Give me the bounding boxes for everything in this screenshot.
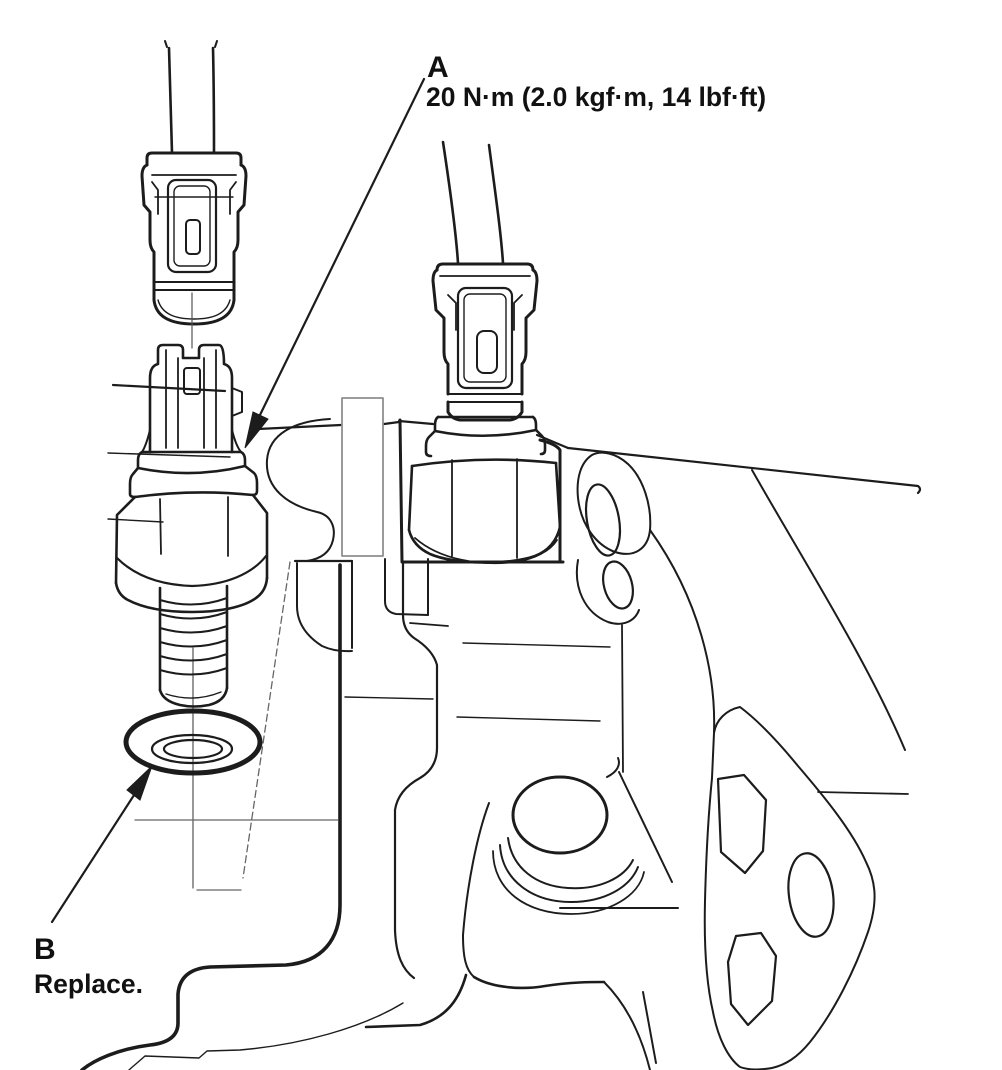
casting-hole [726, 931, 778, 1027]
callout-a-torque-note: 20 N·m (2.0 kgf·m, 14 lbf·ft) [426, 82, 766, 112]
callout-b-leader-line [50, 790, 138, 924]
center-axis-line [191, 292, 194, 889]
ect-sensor [114, 343, 269, 708]
connector-key-slot [476, 330, 498, 374]
casting-hole [584, 483, 622, 557]
callout-a-letter: A [427, 51, 449, 84]
callout-a-leader-line [257, 77, 426, 419]
casting-hole [716, 773, 768, 875]
engine-casting [80, 383, 922, 1070]
installed-sensor [407, 415, 562, 565]
connector-key-slot [185, 219, 201, 255]
left-harness-connector [140, 151, 248, 326]
dome-plug-boss [364, 757, 679, 1070]
callout-b-replace-note: Replace. [34, 969, 143, 999]
callout-a-arrowhead [244, 411, 269, 449]
casting-hole [787, 852, 835, 938]
callout-b: B Replace. [34, 765, 153, 999]
sealing-washer [123, 708, 263, 776]
casting-hole [602, 560, 634, 610]
callout-b-arrowhead [126, 765, 153, 801]
flange-bracket [703, 706, 909, 1070]
right-harness-connector [431, 262, 539, 422]
callout-a: A 20 N·m (2.0 kgf·m, 14 lbf·ft) [244, 51, 766, 449]
left-harness-wire [164, 40, 218, 155]
callout-b-letter: B [34, 933, 56, 966]
right-harness-wire [441, 140, 505, 265]
